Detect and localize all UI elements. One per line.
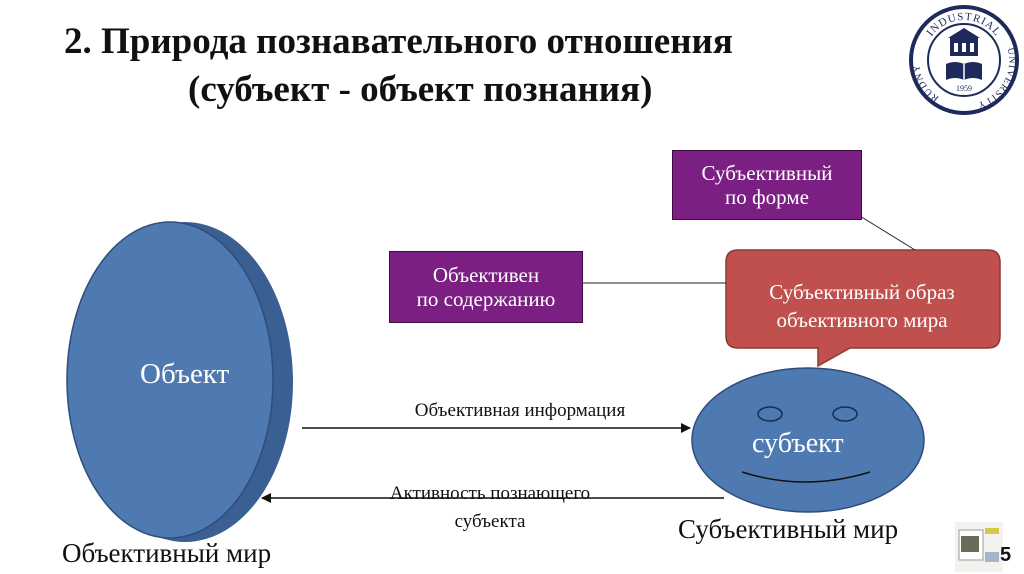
arrow-info-label: Объективная информация bbox=[414, 400, 626, 421]
slide-title: 2. Природа познавательного отношения (су… bbox=[60, 18, 900, 114]
subjective-form-line-1: Субъективный bbox=[701, 161, 833, 185]
arrow-activity-label: Активность познающего субъекта bbox=[350, 480, 630, 536]
title-line-2: (субъект - объект познания) bbox=[188, 69, 653, 110]
smile bbox=[741, 471, 871, 483]
object-shape bbox=[66, 221, 293, 542]
subject-label: субъект bbox=[752, 428, 844, 459]
objective-content-line-1: Объективен bbox=[432, 263, 540, 287]
subject-face bbox=[691, 367, 925, 513]
objective-content-line-2: по содержанию bbox=[416, 287, 556, 311]
subjective-image-line-2: объективного мира bbox=[776, 308, 948, 332]
book-icon bbox=[946, 62, 982, 80]
subjective-image-text: Субъективный образ объективного мира bbox=[724, 278, 1000, 334]
arrow-activity-line-2: субъекта bbox=[454, 511, 526, 532]
university-seal-icon: INDUSTRIAL RUDNY UNIVERSITY 1959 bbox=[909, 5, 1019, 115]
slide-thumbnail-icon[interactable] bbox=[955, 522, 1003, 572]
subjective-image-callout bbox=[725, 249, 1001, 368]
subjective-form-box: Субъективный по форме bbox=[672, 150, 862, 220]
building-icon bbox=[948, 28, 980, 56]
page-number: 5 bbox=[1000, 544, 1012, 566]
title-line-1: 2. Природа познавательного отношения bbox=[64, 21, 733, 62]
connector-form bbox=[859, 215, 916, 251]
right-eye bbox=[832, 406, 858, 422]
objective-world-label: Объективный мир bbox=[62, 538, 272, 568]
subjective-form-line-2: по форме bbox=[725, 185, 809, 209]
left-eye bbox=[757, 406, 783, 422]
logo-year: 1959 bbox=[956, 84, 972, 93]
subjective-image-line-1: Субъективный образ bbox=[769, 280, 955, 304]
subjective-world-label: Субъективный мир bbox=[678, 514, 899, 544]
arrow-activity-line-1: Активность познающего bbox=[389, 483, 591, 504]
object-label: Объект bbox=[140, 358, 230, 390]
objective-content-box: Объективен по содержанию bbox=[389, 251, 583, 323]
